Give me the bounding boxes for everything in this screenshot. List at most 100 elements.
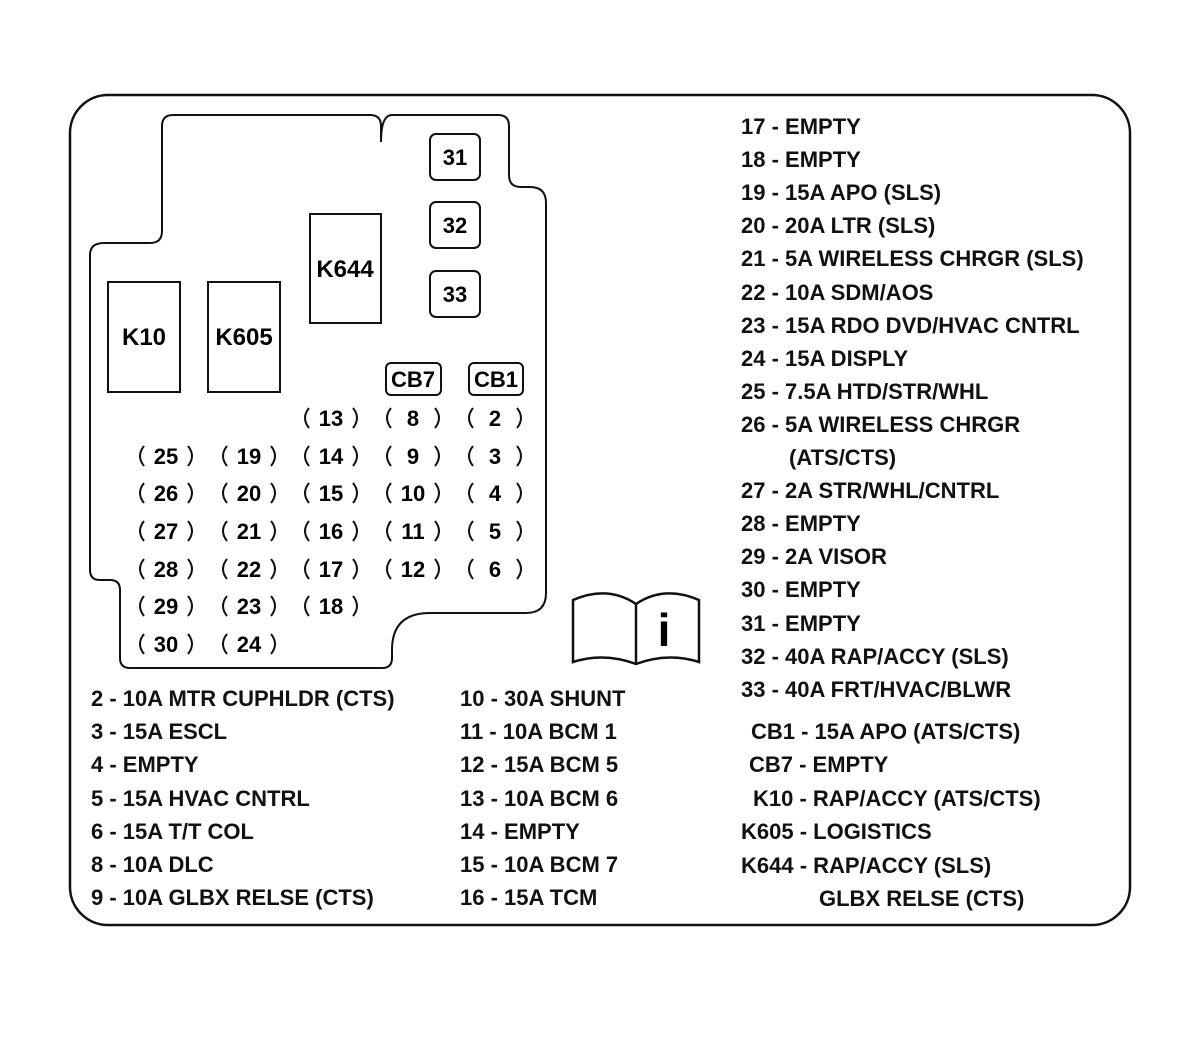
mini-fuse-bracket-left	[222, 633, 228, 655]
mini-fuse-label: 29	[154, 594, 178, 619]
mini-fuse-bracket-left	[386, 520, 392, 542]
legend-entry: 23 - 15A RDO DVD/HVAC CNTRL	[741, 312, 1080, 338]
mini-fuse-label: 3	[489, 444, 501, 469]
mini-fuse-bracket-left	[468, 407, 474, 429]
mini-fuse-label: 9	[407, 444, 419, 469]
legend-entry: 15 - 10A BCM 7	[460, 852, 619, 877]
mini-fuse-10: 10	[386, 481, 440, 506]
legend-entry: 4 - EMPTY	[91, 752, 199, 778]
legend-entry: 11 - 10A BCM 1	[460, 719, 617, 745]
mini-fuse-bracket-left	[468, 558, 474, 580]
legend-entry: 20 - 20A LTR (SLS)	[741, 213, 936, 239]
mini-fuse-label: 16	[319, 519, 343, 544]
legend-entry: (ATS/CTS)	[789, 445, 897, 470]
legend-entry: 27 - 2A STR/WHL/CNTRL	[741, 478, 1000, 504]
relay-k10: K10	[107, 281, 181, 393]
info-glyph: i	[658, 604, 671, 656]
legend-entry: 14 - EMPTY	[460, 818, 580, 844]
mini-fuse-label: 30	[154, 632, 178, 657]
mini-fuse-label: 19	[237, 444, 261, 469]
breaker-cb7: CB7	[385, 362, 442, 396]
mini-fuse-bracket-right	[434, 445, 440, 467]
mini-fuse-bracket-right	[434, 520, 440, 542]
mini-fuse-label: 22	[237, 557, 261, 582]
legend-entry: CB7 - EMPTY	[749, 752, 889, 778]
box-fuse-33-label: 33	[443, 282, 467, 307]
mini-fuse-bracket-right	[352, 595, 358, 617]
mini-fuse-bracket-right	[187, 520, 193, 542]
mini-fuse-bracket-left	[139, 520, 145, 542]
mini-fuse-label: 8	[407, 406, 419, 431]
mini-fuse-bracket-left	[304, 445, 310, 467]
mini-fuse-label: 10	[401, 481, 425, 506]
legend-entry: 32 - 40A RAP/ACCY (SLS)	[741, 643, 1009, 669]
legend-entry: 31 - EMPTY	[741, 610, 861, 636]
relay-k605-label: K605	[215, 324, 272, 351]
mini-fuse-bracket-right	[516, 407, 522, 429]
mini-fuse-19: 19	[222, 444, 276, 469]
mini-fuse-bracket-left	[222, 482, 228, 504]
legend-entry: 26 - 5A WIRELESS CHRGR	[741, 411, 1021, 437]
mini-fuse-bracket-right	[270, 520, 276, 542]
mini-fuse-bracket-right	[187, 445, 193, 467]
fuse-block-outline	[89, 114, 547, 669]
mini-fuse-bracket-right	[270, 633, 276, 655]
mini-fuse-bracket-left	[304, 595, 310, 617]
mini-fuse-25: 25	[139, 444, 193, 469]
legend-entry: 12 - 15A BCM 5	[460, 752, 619, 778]
mini-fuse-29: 29	[139, 594, 193, 619]
mini-fuse-bracket-right	[270, 445, 276, 467]
mini-fuse-24: 24	[222, 632, 276, 657]
mini-fuse-label: 25	[154, 444, 178, 469]
mini-fuse-4: 4	[468, 481, 522, 506]
mini-fuse-label: 27	[154, 519, 178, 544]
relay-k10-label: K10	[122, 324, 166, 351]
relay-k605: K605	[207, 281, 281, 393]
legend-entry: 3 - 15A ESCL	[91, 719, 228, 745]
mini-fuse-13: 13	[304, 406, 358, 431]
mini-fuse-18: 18	[304, 594, 358, 619]
mini-fuse-label: 6	[489, 557, 501, 582]
relay-k644: K644	[309, 213, 382, 324]
mini-fuse-17: 17	[304, 557, 358, 582]
mini-fuse-27: 27	[139, 519, 193, 544]
mini-fuse-label: 20	[237, 481, 261, 506]
mini-fuse-5: 5	[468, 519, 522, 544]
mini-fuse-6: 6	[468, 557, 522, 582]
mini-fuse-16: 16	[304, 519, 358, 544]
mini-fuse-bracket-right	[270, 595, 276, 617]
mini-fuse-label: 17	[319, 557, 343, 582]
relay-k644-label: K644	[316, 256, 374, 283]
mini-fuse-label: 5	[489, 519, 501, 544]
mini-fuse-bracket-left	[139, 482, 145, 504]
mini-fuse-label: 23	[237, 594, 261, 619]
mini-fuse-bracket-left	[222, 445, 228, 467]
mini-fuse-bracket-right	[516, 558, 522, 580]
legend-entry: 13 - 10A BCM 6	[460, 785, 619, 811]
mini-fuse-28: 28	[139, 557, 193, 582]
mini-fuse-label: 24	[237, 632, 262, 657]
mini-fuse-8: 8	[386, 406, 440, 431]
legend-entry: K644 - RAP/ACCY (SLS)	[741, 852, 992, 878]
legend-entry: 10 - 30A SHUNT	[460, 686, 626, 711]
legend-entry: K10 - RAP/ACCY (ATS/CTS)	[753, 785, 1041, 811]
mini-fuse-3: 3	[468, 444, 522, 469]
mini-fuse-bracket-right	[516, 520, 522, 542]
mini-fuse-bracket-left	[304, 558, 310, 580]
legend-entry: 2 - 10A MTR CUPHLDR (CTS)	[91, 686, 395, 711]
mini-fuse-bracket-right	[187, 595, 193, 617]
mini-fuse-14: 14	[304, 444, 358, 469]
mini-fuse-9: 9	[386, 444, 440, 469]
mini-fuse-bracket-right	[352, 445, 358, 467]
mini-fuse-bracket-left	[468, 482, 474, 504]
legend-entry: K605 - LOGISTICS	[741, 819, 932, 845]
legend-entry: 5 - 15A HVAC CNTRL	[91, 785, 310, 811]
legend-entry: 21 - 5A WIRELESS CHRGR (SLS)	[741, 246, 1084, 272]
legend-entry: 9 - 10A GLBX RELSE (CTS)	[91, 885, 374, 911]
mini-fuse-label: 11	[401, 519, 424, 544]
mini-fuse-label: 4	[489, 481, 502, 506]
mini-fuse-bracket-left	[304, 407, 310, 429]
mini-fuse-bracket-right	[187, 482, 193, 504]
legend-entry: GLBX RELSE (CTS)	[819, 886, 1025, 911]
mini-fuse-20: 20	[222, 481, 276, 506]
